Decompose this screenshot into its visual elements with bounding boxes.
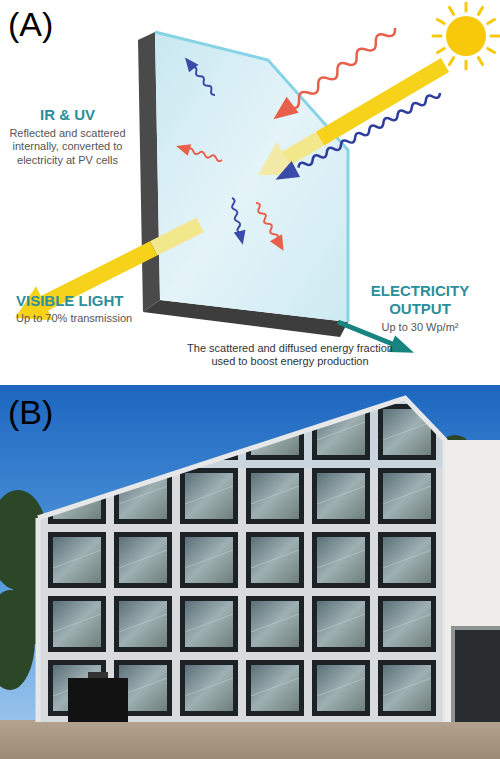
window-pane <box>180 532 238 588</box>
panel-background <box>0 0 500 384</box>
window-pane <box>246 596 304 652</box>
wave-line <box>230 198 242 234</box>
window-pane <box>378 596 436 652</box>
window-pane <box>48 596 106 652</box>
window-pane <box>378 468 436 524</box>
output-heading: ELECTRICITY OUTPUT <box>368 282 472 319</box>
output-note: Up to 30 Wp/m² <box>360 321 480 334</box>
caption-note: The scattered and diffused energy fracti… <box>180 342 400 369</box>
arrow-head <box>271 161 300 188</box>
window-pane <box>246 468 304 524</box>
window-pane <box>312 468 370 524</box>
scattered-wave <box>180 54 219 99</box>
window-pane <box>312 596 370 652</box>
doorway <box>455 630 500 722</box>
wave-line <box>287 24 398 110</box>
sun-rays <box>433 3 499 69</box>
roof-edge <box>38 398 445 722</box>
arrow-head <box>270 234 290 254</box>
trees <box>0 435 500 690</box>
window-pane <box>180 404 238 460</box>
infrared-wave <box>267 20 401 127</box>
window-pane <box>114 596 172 652</box>
scattered-wave <box>226 197 248 246</box>
wave-line <box>191 66 217 97</box>
greenhouse-building <box>38 398 445 722</box>
window-pane <box>180 468 238 524</box>
sunlight-arrow <box>248 49 454 192</box>
sky <box>0 384 500 759</box>
window-pane <box>246 532 304 588</box>
wave-line <box>254 202 279 241</box>
arrow-head <box>180 54 198 72</box>
sun-disc <box>446 16 486 56</box>
ultraviolet-wave <box>271 85 444 188</box>
panel-label: (A) <box>8 4 98 45</box>
equipment-case <box>68 678 128 722</box>
building-frame <box>38 398 445 722</box>
ground <box>0 720 500 759</box>
sun-symbol <box>433 3 499 69</box>
arrow-shaft <box>154 225 200 248</box>
window-pane <box>114 404 172 460</box>
window-pane <box>378 660 436 716</box>
case-handle <box>88 672 108 678</box>
arrow-head <box>267 97 298 127</box>
window-pane <box>378 404 436 460</box>
window-pane <box>246 660 304 716</box>
panel-label: (B) <box>8 392 98 433</box>
band-note: Reflected and scattered internally, conv… <box>5 127 130 167</box>
visible-light-arrow <box>7 208 209 335</box>
window-pane <box>180 596 238 652</box>
window-pane <box>180 660 238 716</box>
panel-divider <box>0 382 500 385</box>
window-pane <box>48 404 106 460</box>
pane-edge <box>155 32 348 322</box>
window-pane <box>312 660 370 716</box>
arrow-head <box>234 230 249 246</box>
window-pane <box>312 532 370 588</box>
glass-roof <box>38 398 445 468</box>
scattered-wave <box>250 200 290 255</box>
band-note: Up to 70% transmission <box>16 312 146 325</box>
band-heading: VISIBLE LIGHT <box>16 292 146 310</box>
window-pane <box>114 532 172 588</box>
wave-line <box>297 90 441 170</box>
annex-wall <box>445 440 500 722</box>
window-pane <box>48 532 106 588</box>
wave-line <box>187 148 223 162</box>
glass-pane <box>155 32 348 322</box>
window-pane <box>378 532 436 588</box>
band-heading: IR & UV <box>5 106 130 124</box>
scattered-wave <box>174 140 223 166</box>
door-frame <box>451 626 500 722</box>
arrow-head <box>174 140 191 156</box>
building-edge <box>36 518 41 722</box>
